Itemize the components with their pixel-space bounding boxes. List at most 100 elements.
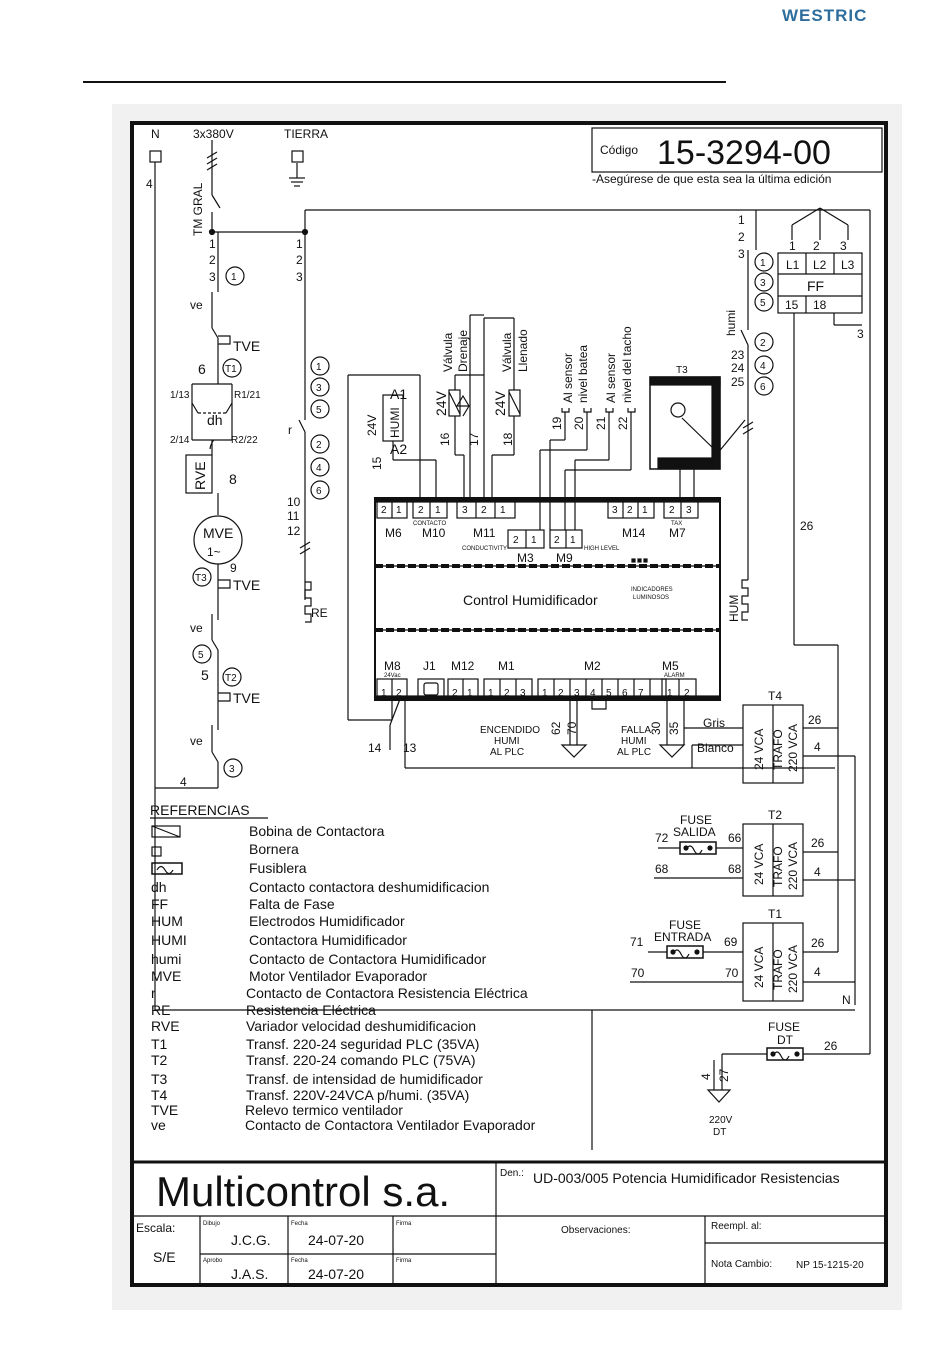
reference-key: T4 — [151, 1087, 168, 1103]
label-n: N — [151, 127, 160, 141]
reference-key: HUM — [151, 913, 183, 929]
reference-description: Transf. 220-24 seguridad PLC (35VA) — [246, 1036, 479, 1052]
wire-num: 2 — [738, 230, 745, 244]
t2-trafo: TRAFO — [771, 846, 785, 887]
label-fuse-entrada-2: ENTRADA — [654, 930, 711, 944]
reference-description: Fusiblera — [249, 860, 307, 876]
wire-num: 72 — [655, 831, 669, 845]
wire-num: 3 — [296, 270, 303, 284]
t2-24vca: 24 VCA — [752, 844, 766, 885]
wire-num: 8 — [229, 471, 237, 487]
reference-key: dh — [151, 879, 167, 895]
t1-24vca: 24 VCA — [752, 947, 766, 988]
wire-num: 2 — [296, 253, 303, 267]
label-fuse-salida-2: SALIDA — [673, 825, 716, 839]
terminal-n — [149, 150, 162, 163]
pin: 1 — [435, 505, 441, 516]
tiny-contacto: CONTACTO — [413, 521, 446, 527]
reference-description: Bobina de Contactora — [249, 823, 385, 839]
wire-num: 10 — [287, 495, 301, 509]
drawing-sheet — [130, 121, 888, 1287]
tiny-24vac: 24Vac — [384, 673, 401, 679]
reference-key: humi — [151, 951, 181, 967]
bubble-text: 6 — [760, 382, 766, 393]
den-label: Den.: — [500, 1168, 524, 1179]
pin: 3 — [612, 505, 618, 516]
label-24v-b: 24V — [433, 390, 449, 416]
reference-description: Transf. de intensidad de humidificador — [246, 1071, 483, 1087]
observaciones-label: Observaciones: — [561, 1225, 630, 1236]
bubble-text: 3 — [316, 383, 322, 394]
transformer-t2: T2 24 VCA TRAFO 220 VCA FUSE SALIDA 72 6… — [654, 808, 855, 897]
reference-key: FF — [151, 896, 168, 912]
label-ve-3: ve — [190, 734, 203, 748]
resistance-branch: 1 3 5 r 2 4 6 10 11 12 RE — [287, 356, 330, 623]
wire-num: 4 — [814, 865, 821, 879]
bubble-t3 — [192, 567, 212, 587]
controller-unit: Control Humidificador INDICADORES LUMINO… — [348, 497, 835, 769]
pin: 1 — [467, 688, 473, 699]
references-title: REFERENCIAS — [150, 802, 250, 818]
reference-key: T1 — [151, 1036, 168, 1052]
phase-relay: L1 L2 L3 FF 15 18 1 2 3 3 26 1 3 5 humi … — [724, 207, 871, 1005]
reference-description: Contacto de Contactora Resistencia Eléct… — [246, 985, 528, 1001]
pin: 1 — [531, 535, 537, 546]
wire-num: 4 — [814, 740, 821, 754]
wire-num: 12 — [287, 524, 301, 538]
bubble-3 — [223, 758, 243, 778]
bubble-text: 5 — [316, 405, 322, 416]
codigo-value: 15-3294-00 — [657, 134, 831, 172]
main-bus: 1 2 3 1 2 3 1 2 3 — [208, 209, 871, 420]
title-block: Multicontrol s.a. Den.: UD-003/005 Poten… — [134, 1160, 884, 1283]
tiny-tax: TAX — [671, 521, 682, 527]
wire-num: 3 — [738, 247, 745, 261]
t1-220vca: 220 VCA — [786, 945, 800, 993]
wire-num: 15 — [370, 456, 384, 470]
reference-key: T2 — [151, 1052, 168, 1068]
wire-num: 14 — [368, 741, 382, 755]
label-tierra: TIERRA — [284, 127, 328, 141]
reference-key: RE — [151, 1002, 170, 1018]
code-box: Código 15-3294-00 -Asegúrese de que esta… — [591, 127, 883, 186]
wire-num: 1 — [296, 237, 303, 251]
bubble-t2 — [222, 667, 242, 687]
transformer-t4: T4 24 VCA TRAFO 220 VCA Gris Blanco 26 4 — [697, 689, 855, 784]
bubble-text: 4 — [316, 463, 322, 474]
wire-num: 70 — [631, 966, 645, 980]
wire-num: 71 — [630, 935, 644, 949]
wire-num: 11 — [287, 509, 300, 523]
pin: 2 — [627, 505, 633, 516]
reference-description: Transf. 220V-24VCA p/humi. (35VA) — [246, 1087, 469, 1103]
label-valve-drain-2: Drenaje — [456, 330, 470, 372]
label-r: r — [288, 423, 292, 437]
label-sensor-tacho-2: nivel del tacho — [620, 326, 634, 403]
t1-trafo: TRAFO — [771, 949, 785, 990]
wire-num: 26 — [811, 936, 825, 950]
pin: 2 — [558, 688, 564, 699]
ff-box — [777, 252, 863, 314]
module-m10: M10 — [422, 526, 446, 540]
label-r113: 1/13 — [170, 390, 190, 401]
module-m11: M11 — [473, 526, 496, 540]
company-name: Multicontrol s.a. — [156, 1168, 450, 1215]
label-r214: 2/14 — [170, 435, 190, 446]
pin: 1 — [500, 505, 506, 516]
reference-description: Electrodos Humidificador — [249, 913, 405, 929]
nota-label: Nota Cambio: — [711, 1259, 772, 1270]
pin: 6 — [622, 688, 628, 699]
bubble-text: T3 — [195, 573, 207, 584]
label-encendido-1: ENCENDIDO — [480, 725, 540, 736]
wire-num: 17 — [467, 432, 481, 446]
module-m1: M1 — [498, 659, 515, 673]
pin: 1 — [381, 688, 387, 699]
label-l2: L2 — [813, 258, 827, 272]
bubble-text: T2 — [225, 673, 237, 684]
bubble-text: 5 — [198, 650, 204, 661]
reference-description: Contactora Humidificador — [249, 932, 407, 948]
pin: 3 — [686, 505, 692, 516]
tiny-high-level: HIGH LEVEL — [584, 546, 620, 552]
wire-num: 26 — [811, 836, 825, 850]
pin: 2 — [481, 505, 487, 516]
label-valve-drain-1: Válvula — [441, 332, 455, 372]
wire-num: 20 — [572, 416, 586, 430]
